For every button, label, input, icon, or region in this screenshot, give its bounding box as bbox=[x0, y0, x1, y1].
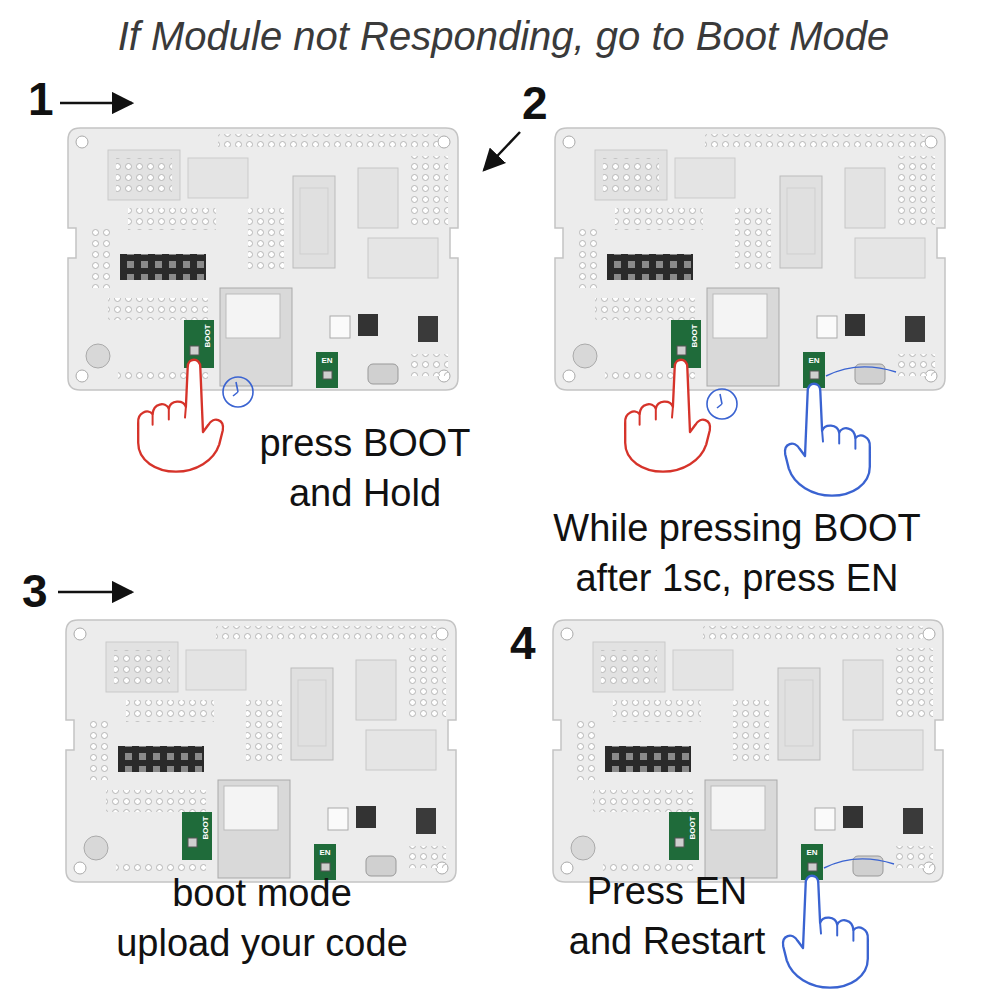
circuit-board bbox=[66, 620, 456, 882]
step-arrow bbox=[60, 102, 132, 105]
button-label: BOOT bbox=[690, 324, 698, 347]
step-number: 1 bbox=[28, 76, 54, 122]
circuit-board bbox=[68, 128, 458, 390]
step-number: 3 bbox=[22, 568, 48, 614]
button-label: EN bbox=[807, 849, 818, 857]
press-stroke bbox=[824, 859, 894, 868]
pressing-hand bbox=[625, 360, 710, 472]
pressing-hand bbox=[785, 384, 870, 496]
button-label: BOOT bbox=[203, 324, 211, 347]
step-caption: boot mode upload your code bbox=[115, 868, 409, 968]
pressing-hand bbox=[138, 360, 223, 472]
circuit-board bbox=[555, 128, 945, 390]
step-arrow bbox=[58, 591, 132, 594]
step-caption: press BOOT and Hold bbox=[258, 418, 472, 518]
step-caption: Press EN and Restart bbox=[568, 866, 767, 966]
clock-icon bbox=[223, 377, 253, 407]
button-label: EN bbox=[322, 357, 333, 365]
button-label: BOOT bbox=[688, 816, 696, 839]
step-number: 2 bbox=[522, 80, 548, 126]
title: If Module not Responding, go to Boot Mod… bbox=[0, 12, 1007, 60]
circuit-board bbox=[553, 620, 943, 882]
clock-icon bbox=[707, 389, 737, 419]
pressing-hand bbox=[783, 876, 868, 988]
button-label: EN bbox=[809, 357, 820, 365]
step-arrow bbox=[484, 132, 520, 170]
step-caption: While pressing BOOT after 1sc, press EN bbox=[552, 503, 922, 603]
button-label: EN bbox=[320, 849, 331, 857]
button-label: BOOT bbox=[201, 816, 209, 839]
step-number: 4 bbox=[510, 620, 536, 666]
press-stroke bbox=[826, 367, 896, 376]
